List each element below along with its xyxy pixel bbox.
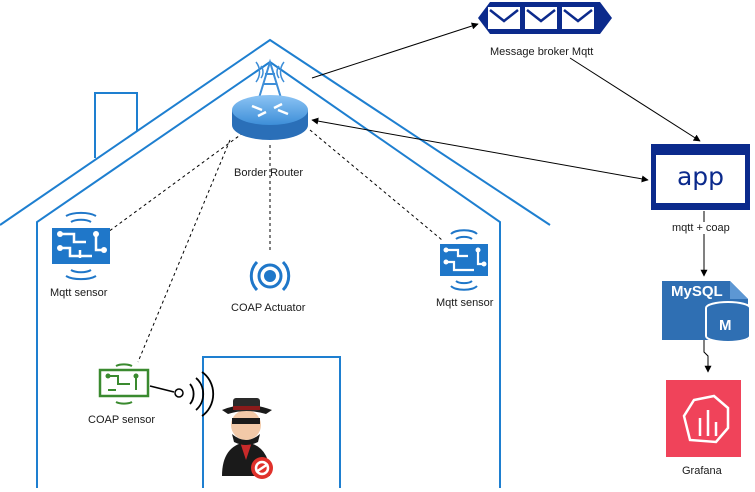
mysql-label: MySQL bbox=[671, 283, 723, 300]
mysql-badge: M bbox=[719, 317, 732, 334]
link-router-coap-sensor bbox=[137, 139, 231, 363]
mqtt-sensor-right-label: Mqtt sensor bbox=[436, 297, 494, 309]
circuit-board-icon bbox=[98, 363, 215, 417]
mysql-icon bbox=[662, 281, 751, 343]
app-node: app bbox=[651, 144, 750, 210]
coap-sensor-label: COAP sensor bbox=[88, 414, 156, 426]
grafana-label: Grafana bbox=[682, 465, 722, 477]
arrows bbox=[311, 22, 712, 373]
message-queue-icon bbox=[478, 2, 612, 34]
actuator-icon bbox=[249, 260, 291, 292]
iot-sensor-icon bbox=[440, 229, 488, 291]
arrow-router-app bbox=[311, 117, 649, 183]
hacker-icon bbox=[222, 398, 273, 479]
coap-actuator-label: COAP Actuator bbox=[231, 302, 306, 314]
app-label: app bbox=[676, 162, 725, 191]
arrow-broker-to-app bbox=[569, 57, 701, 142]
link-router-mqtt-left bbox=[107, 132, 244, 233]
edge-app-mysql-label: mqtt + coap bbox=[672, 222, 730, 234]
link-router-mqtt-right bbox=[309, 129, 443, 241]
grafana-icon bbox=[666, 380, 741, 457]
arrow-router-to-broker bbox=[311, 22, 479, 79]
wireless-links bbox=[107, 129, 443, 363]
mqtt-sensor-left-label: Mqtt sensor bbox=[50, 287, 108, 299]
broker-label: Message broker Mqtt bbox=[490, 46, 594, 58]
router-icon bbox=[232, 58, 308, 140]
border-router-label: Border Router bbox=[234, 167, 304, 179]
app-node-inner: app bbox=[656, 155, 745, 203]
arrow-mysql-to-grafana bbox=[703, 340, 712, 373]
iot-sensor-icon bbox=[52, 211, 110, 281]
